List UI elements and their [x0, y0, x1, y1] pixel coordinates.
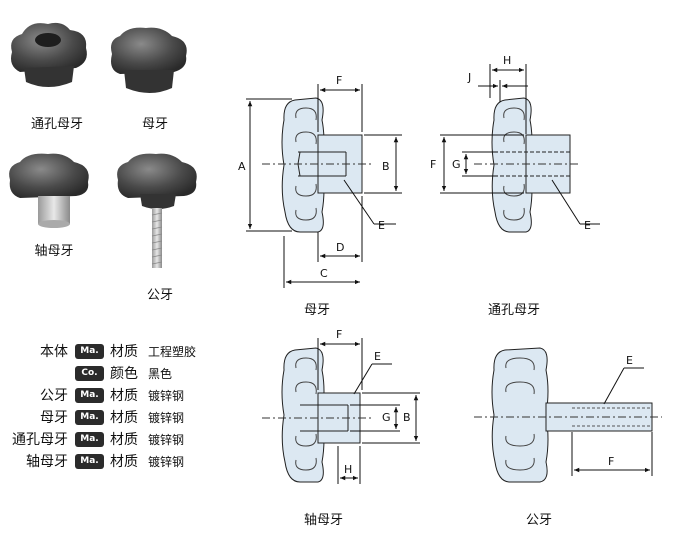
knob-profile	[491, 347, 549, 483]
dim-label-B: B	[403, 411, 411, 424]
dim-label-D: D	[336, 241, 344, 254]
drawing-through-hole	[440, 64, 600, 233]
dim-label-G: G	[382, 411, 391, 424]
dim-label-A: A	[238, 160, 246, 173]
photo-label-shaft-nut: 轴母牙	[34, 244, 74, 259]
caption-male: 公牙	[526, 513, 552, 528]
dim-label-C: C	[320, 267, 328, 280]
photo-male	[117, 153, 197, 268]
nut-insert	[525, 134, 571, 194]
dim-label-E: E	[374, 350, 381, 363]
dim-label-F: F	[430, 158, 436, 171]
dim-label-F: F	[336, 74, 342, 87]
nut-insert	[317, 134, 363, 194]
drawing-shaft-nut	[262, 338, 420, 484]
dim-label-G: G	[452, 158, 461, 171]
dim-label-E: E	[584, 219, 591, 232]
dim-label-F: F	[336, 328, 342, 341]
photo-nut	[111, 27, 187, 93]
dim-label-H: H	[344, 463, 352, 476]
dim-label-B: B	[382, 160, 390, 173]
photo-label-male: 公牙	[146, 288, 173, 303]
photo-label-through-hole: 通孔母牙	[30, 117, 83, 132]
product-photos	[9, 22, 197, 268]
photo-shaft-nut	[9, 153, 89, 228]
knob-profile	[281, 347, 325, 483]
dim-label-J: J	[467, 71, 471, 84]
dim-label-F: F	[608, 455, 614, 468]
photo-through-hole-nut	[11, 22, 87, 87]
drawing-male	[474, 347, 662, 483]
dim-label-E: E	[626, 354, 633, 367]
caption-through-hole: 通孔母牙	[488, 303, 540, 318]
dim-label-E: E	[378, 219, 385, 232]
dim-label-H: H	[503, 54, 511, 67]
photo-label-nut: 母牙	[141, 117, 168, 132]
caption-shaft-nut: 轴母牙	[304, 513, 343, 528]
drawing-nut	[246, 84, 402, 288]
caption-nut: 母牙	[304, 303, 330, 318]
